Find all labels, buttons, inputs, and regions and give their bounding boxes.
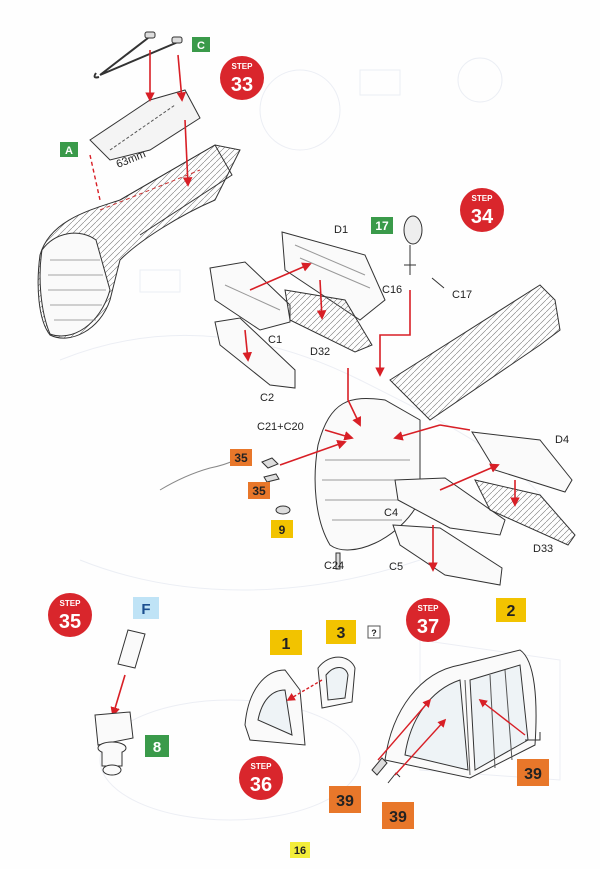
pencil-note bbox=[159, 459, 236, 491]
label-C17: C17 bbox=[452, 289, 472, 301]
label-C1: C1 bbox=[268, 334, 282, 346]
tag-yellow-1: 1 bbox=[270, 630, 302, 655]
tag-yellow-9: 9 bbox=[271, 520, 293, 538]
step-36-badge: STEP 36 bbox=[239, 756, 283, 800]
step-33-badge: STEP 33 bbox=[220, 56, 264, 100]
tag-orange-35a: 35 bbox=[230, 449, 252, 466]
label-C16: C16 bbox=[382, 284, 402, 296]
step-word: STEP bbox=[418, 604, 440, 613]
tag-question: ? bbox=[367, 625, 381, 639]
part-labels: D1 C1 D32 C2 C16 C17 C21+C20 D4 C4 D33 C… bbox=[257, 224, 569, 573]
step-35-badge: STEP 35 bbox=[48, 593, 92, 637]
tag-green-17: 17 bbox=[371, 217, 393, 234]
step-34-badge: STEP 34 bbox=[460, 188, 504, 232]
step33-assembly: 63mm bbox=[37, 31, 241, 339]
label-D4: D4 bbox=[555, 434, 569, 446]
svg-text:16: 16 bbox=[294, 845, 306, 857]
tail-wheel bbox=[403, 215, 423, 245]
svg-text:39: 39 bbox=[336, 793, 354, 810]
step34-arrows bbox=[242, 262, 520, 572]
label-C21-C20: C21+C20 bbox=[257, 421, 304, 433]
label-D33: D33 bbox=[533, 543, 553, 555]
tag-blue-F: F bbox=[133, 597, 159, 619]
step-word: STEP bbox=[251, 762, 273, 771]
step-word: STEP bbox=[472, 194, 494, 203]
svg-text:35: 35 bbox=[252, 484, 266, 498]
svg-text:3: 3 bbox=[337, 625, 346, 642]
tag-orange-39b: 39 bbox=[329, 786, 361, 813]
label-D32: D32 bbox=[310, 346, 330, 358]
svg-text:A: A bbox=[65, 145, 73, 157]
label-C24: C24 bbox=[324, 560, 344, 572]
part-D1 bbox=[281, 231, 386, 321]
step-number: 34 bbox=[471, 206, 494, 228]
step35-assembly bbox=[94, 629, 146, 776]
step-number: 36 bbox=[250, 774, 272, 796]
svg-text:17: 17 bbox=[375, 219, 389, 233]
step-word: STEP bbox=[60, 599, 82, 608]
part-D33 bbox=[474, 479, 576, 546]
svg-text:39: 39 bbox=[524, 766, 542, 783]
svg-text:8: 8 bbox=[153, 739, 161, 756]
svg-text:?: ? bbox=[371, 628, 377, 638]
svg-text:C: C bbox=[197, 40, 205, 52]
part-D32 bbox=[284, 289, 373, 353]
tag-orange-39a: 39 bbox=[517, 759, 549, 786]
part-C2 bbox=[214, 317, 296, 389]
part-C4 bbox=[394, 477, 506, 536]
svg-text:2: 2 bbox=[507, 603, 516, 620]
part-C5 bbox=[392, 524, 503, 586]
svg-text:F: F bbox=[141, 601, 150, 618]
tag-yellow-2: 2 bbox=[496, 598, 526, 622]
svg-text:1: 1 bbox=[282, 636, 291, 653]
label-C2: C2 bbox=[260, 392, 274, 404]
tag-orange-35b: 35 bbox=[248, 482, 270, 499]
svg-text:9: 9 bbox=[279, 523, 286, 537]
page-number: 16 bbox=[290, 842, 310, 858]
step34-assembly bbox=[209, 215, 576, 586]
step-number: 37 bbox=[417, 616, 439, 638]
part-C24 bbox=[335, 552, 341, 570]
label-D1: D1 bbox=[334, 224, 348, 236]
tag-green-C: C bbox=[192, 37, 210, 52]
part-F bbox=[117, 629, 146, 669]
step-number: 35 bbox=[59, 611, 81, 633]
svg-text:39: 39 bbox=[389, 809, 407, 826]
svg-text:35: 35 bbox=[234, 451, 248, 465]
tag-green-8: 8 bbox=[145, 735, 169, 757]
tag-orange-39c: 39 bbox=[382, 802, 414, 829]
label-C5: C5 bbox=[389, 561, 403, 573]
step36-assembly bbox=[244, 656, 356, 746]
step-number: 33 bbox=[231, 74, 253, 96]
step-word: STEP bbox=[232, 62, 254, 71]
tag-green-A: A bbox=[60, 142, 78, 157]
step-37-badge: STEP 37 bbox=[406, 598, 450, 642]
tag-yellow-3: 3 bbox=[326, 620, 356, 644]
label-C4: C4 bbox=[384, 507, 398, 519]
step37-assembly bbox=[371, 649, 541, 784]
